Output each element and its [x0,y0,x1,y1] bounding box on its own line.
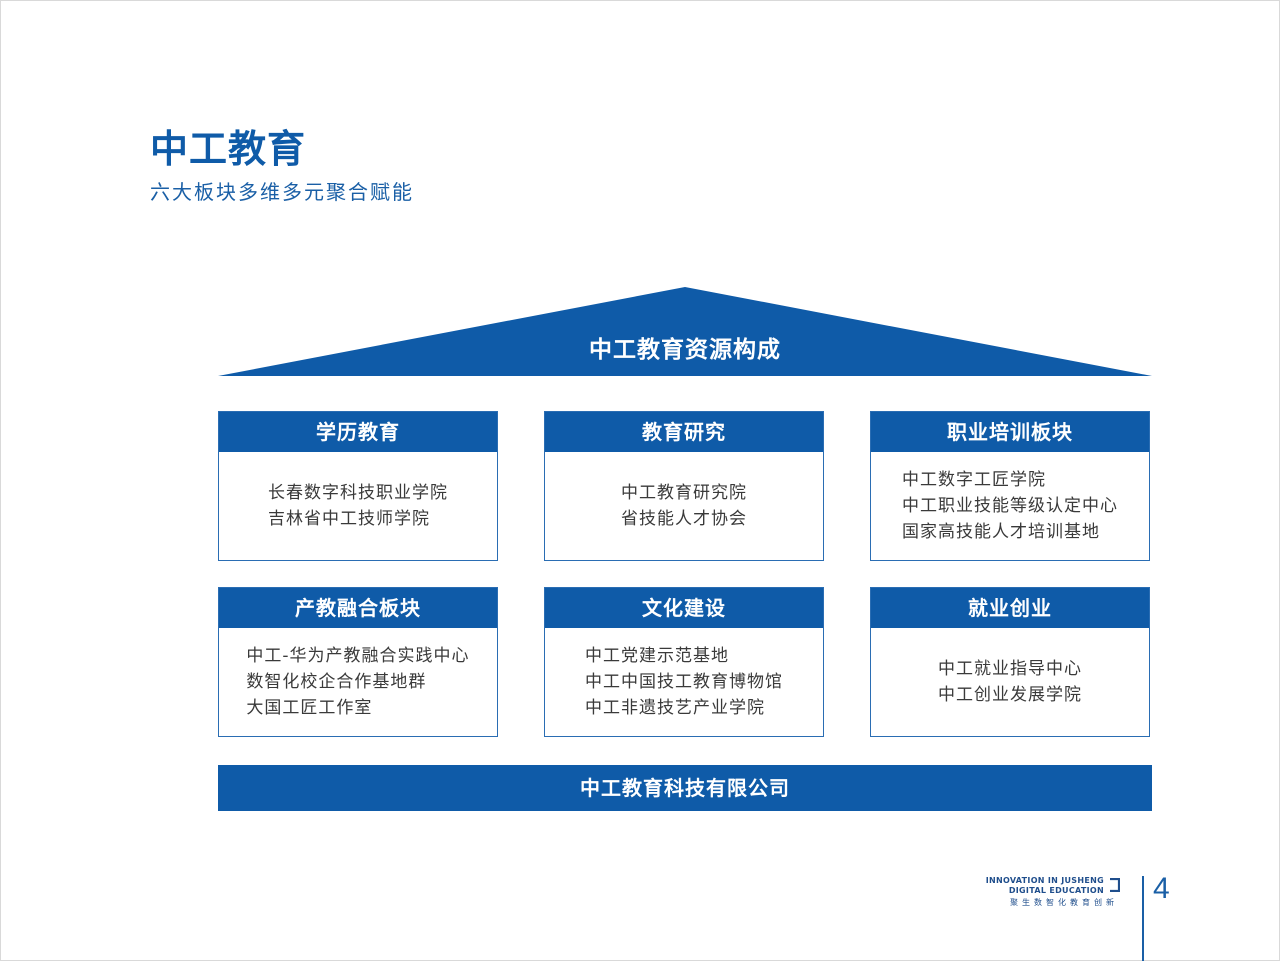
roof-triangle [218,287,1152,376]
card-title: 职业培训板块 [871,412,1149,452]
card-line: 中工非遗技艺产业学院 [585,698,765,718]
card-body: 长春数字科技职业学院 吉林省中工技师学院 [219,452,497,560]
card-line: 中工数字工匠学院 [902,470,1046,490]
card-body: 中工数字工匠学院 中工职业技能等级认定中心 国家高技能人才培训基地 [871,452,1149,560]
card-line: 中工就业指导中心 [938,659,1082,679]
logo-text-line2: DIGITAL EDUCATION [1008,886,1104,895]
card-title: 产教融合板块 [219,588,497,628]
card-culture: 文化建设 中工党建示范基地 中工中国技工教育博物馆 中工非遗技艺产业学院 [544,587,824,737]
card-line: 中工中国技工教育博物馆 [585,672,783,692]
card-line: 大国工匠工作室 [246,698,373,718]
card-body: 中工就业指导中心 中工创业发展学院 [871,628,1149,736]
card-line: 数智化校企合作基地群 [246,672,427,692]
card-line: 长春数字科技职业学院 [268,483,448,503]
card-line: 中工创业发展学院 [938,685,1082,705]
card-body: 中工党建示范基地 中工中国技工教育博物馆 中工非遗技艺产业学院 [545,628,823,736]
card-line: 吉林省中工技师学院 [268,509,430,529]
page-subtitle: 六大板块多维多元聚合赋能 [150,180,414,204]
card-line: 中工职业技能等级认定中心 [902,496,1118,516]
card-line: 中工党建示范基地 [585,646,729,666]
card-line: 国家高技能人才培训基地 [902,522,1100,542]
card-body: 中工教育研究院 省技能人才协会 [545,452,823,560]
card-industry-education: 产教融合板块 中工-华为产教融合实践中心 数智化校企合作基地群 大国工匠工作室 [218,587,498,737]
card-title: 文化建设 [545,588,823,628]
page-number: 4 [1153,872,1170,905]
card-employment: 就业创业 中工就业指导中心 中工创业发展学院 [870,587,1150,737]
page-title: 中工教育 [150,127,307,171]
footer-divider [1142,876,1144,961]
company-base-bar: 中工教育科技有限公司 [218,765,1152,811]
card-education: 学历教育 长春数字科技职业学院 吉林省中工技师学院 [218,411,498,561]
logo-text-cn: 聚生数智化教育创新 [1010,898,1118,907]
card-title: 教育研究 [545,412,823,452]
card-title: 就业创业 [871,588,1149,628]
roof-label: 中工教育资源构成 [589,337,781,363]
card-line: 中工-华为产教融合实践中心 [246,646,470,666]
card-line: 省技能人才协会 [621,509,747,529]
footer-logo: INNOVATION IN JUSHENG DIGITAL EDUCATION … [986,876,1130,910]
card-body: 中工-华为产教融合实践中心 数智化校企合作基地群 大国工匠工作室 [219,628,497,736]
card-research: 教育研究 中工教育研究院 省技能人才协会 [544,411,824,561]
card-line: 中工教育研究院 [621,483,747,503]
card-training: 职业培训板块 中工数字工匠学院 中工职业技能等级认定中心 国家高技能人才培训基地 [870,411,1150,561]
logo-text-line1: INNOVATION IN JUSHENG [985,876,1104,885]
card-title: 学历教育 [219,412,497,452]
bracket-logo-icon [1110,878,1120,892]
